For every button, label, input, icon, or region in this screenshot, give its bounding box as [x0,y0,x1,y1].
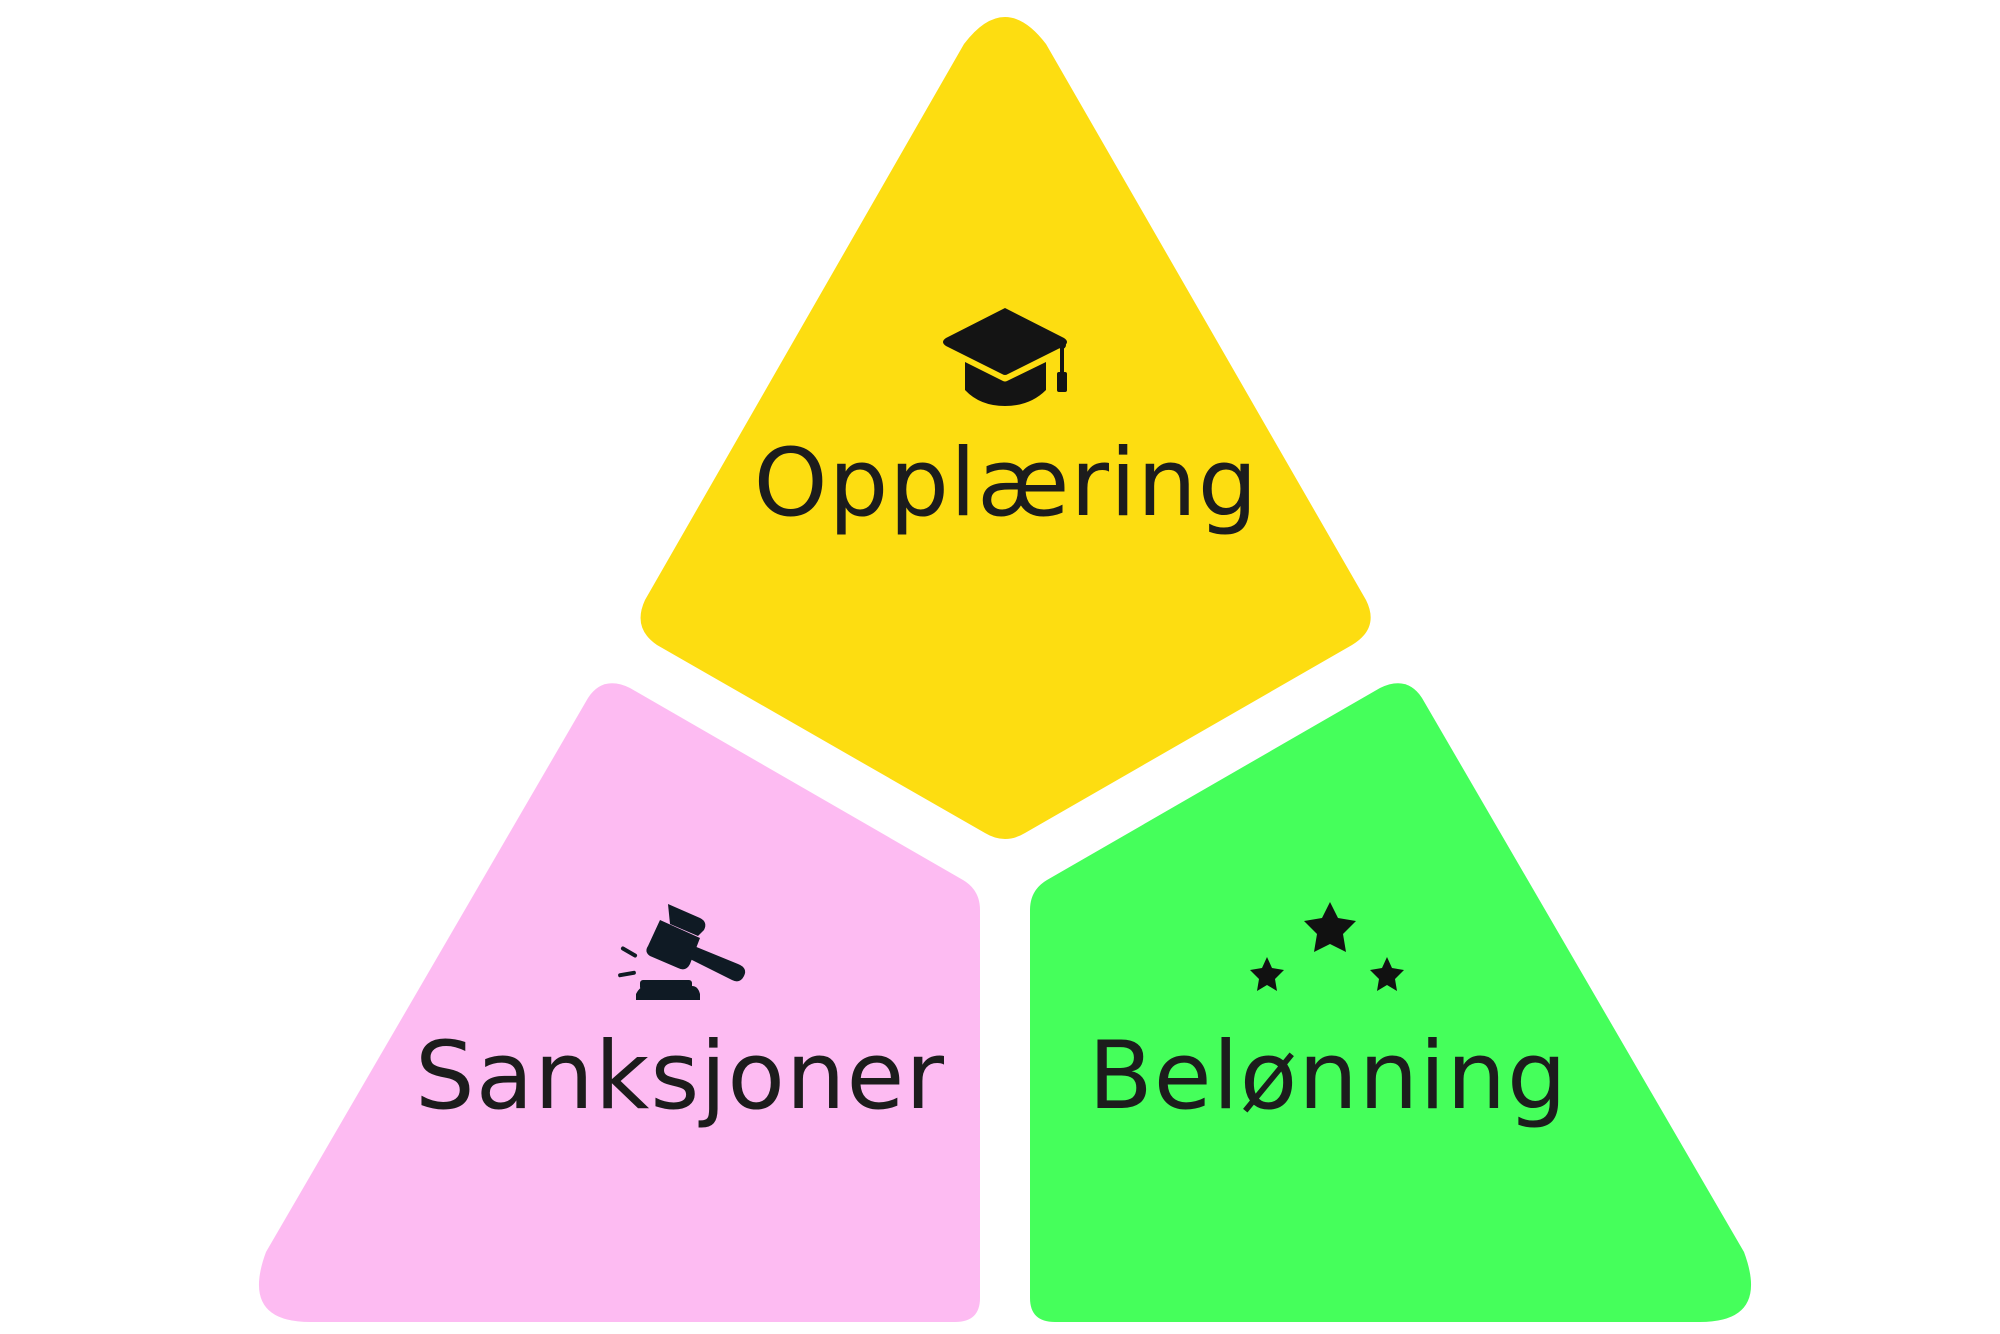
segment-belonning-shape [1030,683,1752,1322]
star-icon [1370,957,1404,991]
segment-opplaering: Opplæring [640,17,1371,839]
gavel-icon [618,904,746,1000]
star-icon [1250,957,1284,991]
segment-opplaering-label: Opplæring [754,429,1259,538]
segment-belonning: Belønning [1030,683,1752,1322]
star-icon [1304,902,1356,952]
segment-sanksjoner-shape [258,683,980,1322]
segment-belonning-label: Belønning [1088,1022,1567,1131]
stars-icon [1250,902,1404,991]
segment-opplaering-shape [640,17,1371,839]
graduation-cap-icon [943,308,1067,406]
segment-sanksjoner-label: Sanksjoner [415,1022,945,1131]
segment-sanksjoner: Sanksjoner [258,683,980,1322]
